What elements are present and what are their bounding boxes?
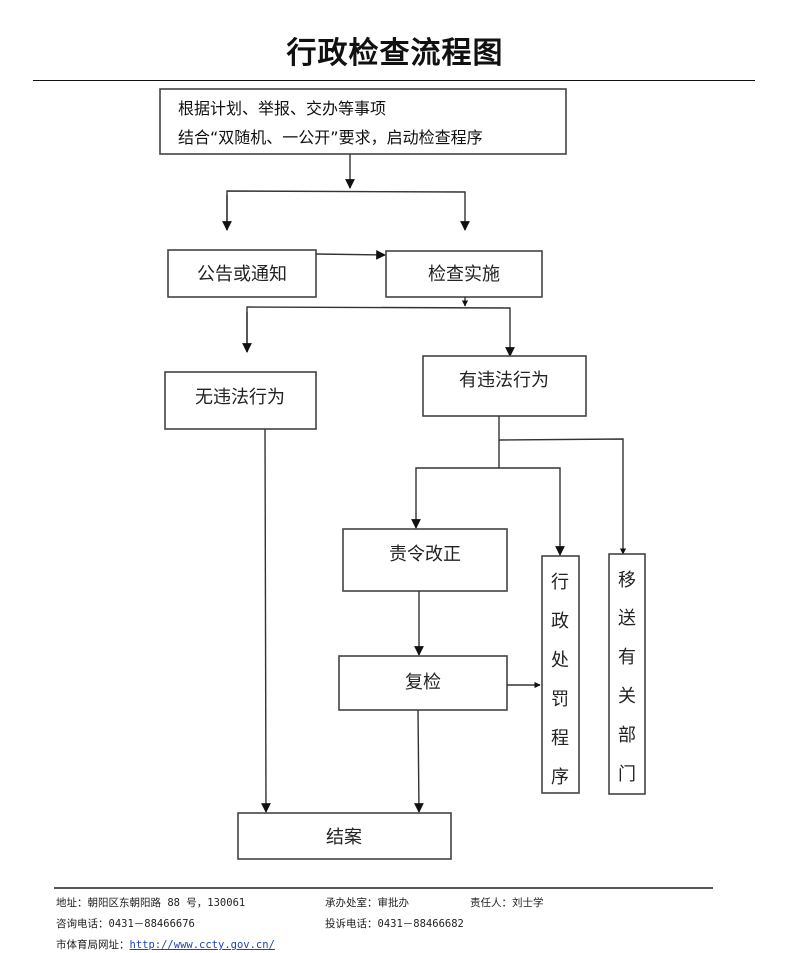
transfer-char: 送 — [618, 608, 636, 629]
edge-recheck-close — [414, 709, 424, 813]
violation-label: 有违法行为 — [459, 370, 549, 391]
node-recheck: 复检 — [338, 655, 508, 711]
transfer-char: 有 — [618, 647, 636, 668]
node-violation: 有违法行为 — [422, 355, 587, 417]
transfer-char: 部 — [618, 725, 636, 746]
node-penalty: 行 政 处 罚 程 序 — [541, 555, 580, 794]
footer-address: 地址：朝阳区东朝阳路 88 号，130061 — [56, 897, 246, 909]
flowchart: 根据计划、举报、交办等事项 结合“双随机、一公开”要求，启动检查程序 公告或通知… — [159, 88, 646, 860]
penalty-char: 处 — [551, 650, 569, 671]
footer-responsible: 责任人：刘士学 — [470, 897, 544, 909]
title-divider — [33, 80, 755, 81]
page-title: 行政检查流程图 — [286, 36, 504, 71]
node-transfer: 移 送 有 关 部 门 — [608, 553, 646, 795]
node-start: 根据计划、举报、交办等事项 结合“双随机、一公开”要求，启动检查程序 — [159, 88, 567, 155]
node-inspect: 检查实施 — [385, 250, 543, 298]
start-line-1: 根据计划、举报、交办等事项 — [178, 99, 386, 118]
footer-office: 承办处室：审批办 — [325, 897, 409, 909]
node-close: 结案 — [237, 812, 452, 860]
close-label: 结案 — [326, 827, 362, 848]
no-violation-label: 无违法行为 — [195, 387, 285, 408]
edge-violation-branches — [411, 416, 627, 556]
notice-label: 公告或通知 — [197, 264, 287, 285]
node-no-violation: 无违法行为 — [164, 371, 317, 430]
node-notice: 公告或通知 — [167, 249, 317, 298]
penalty-char: 罚 — [551, 689, 569, 710]
footer-divider — [54, 887, 713, 889]
rectify-label: 责令改正 — [389, 544, 461, 565]
recheck-label: 复检 — [405, 672, 441, 693]
start-line-2: 结合“双随机、一公开”要求，启动检查程序 — [178, 128, 483, 147]
inspect-label: 检查实施 — [428, 264, 500, 285]
edge-notice-inspect — [315, 249, 386, 260]
website-link[interactable]: http://www.ccty.gov.cn/ — [129, 939, 275, 951]
footer-website: 市体育局网址：http://www.ccty.gov.cn/ — [56, 937, 275, 952]
penalty-char: 序 — [551, 767, 569, 788]
transfer-char: 关 — [618, 686, 636, 707]
footer-website-label: 市体育局网址： — [56, 939, 130, 951]
penalty-char: 政 — [551, 611, 569, 632]
footer-complaint-phone: 投诉电话：0431－88466682 — [325, 918, 464, 930]
transfer-char: 门 — [618, 764, 636, 785]
edge-start-split — [222, 154, 470, 231]
node-rectify: 责令改正 — [342, 528, 508, 592]
penalty-char: 程 — [551, 728, 569, 749]
penalty-char: 行 — [551, 572, 569, 593]
edge-inspect-split — [242, 297, 515, 357]
footer-consult-phone: 咨询电话：0431－88466676 — [56, 918, 195, 930]
edge-no-violation-close — [261, 428, 271, 813]
transfer-char: 移 — [618, 570, 636, 591]
